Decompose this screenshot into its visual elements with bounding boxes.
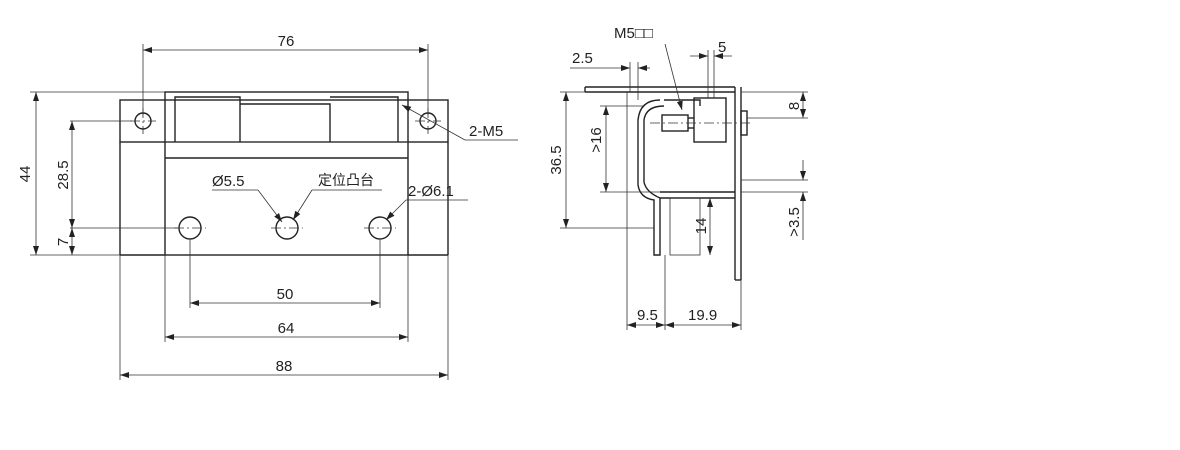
dim-44: 44 (17, 166, 34, 183)
dim-76: 76 (278, 33, 295, 50)
dim-3-5: >3.5 (786, 207, 803, 237)
dim-2-5: 2.5 (572, 50, 593, 67)
label-m5-thread: M5□□ (614, 25, 653, 42)
label-2-holes: 2-Ø6.1 (408, 183, 454, 200)
dim-14: 14 (693, 218, 710, 235)
dim-50: 50 (277, 286, 294, 303)
label-pin-diameter: Ø5.5 (212, 173, 245, 190)
dim-8: 8 (786, 102, 803, 110)
front-tab-profile (174, 96, 399, 142)
label-locating-boss: 定位凸台 (318, 173, 374, 189)
dim-36-5: 36.5 (548, 145, 565, 174)
dim-16: >16 (588, 127, 605, 152)
side-lower-block (669, 197, 701, 256)
front-top-plate (119, 99, 449, 143)
dim-19-9: 19.9 (688, 307, 717, 324)
dim-64: 64 (278, 320, 295, 337)
dim-28-5: 28.5 (55, 160, 72, 189)
front-hinge-plate (164, 91, 409, 256)
side-pin-boss (693, 97, 727, 143)
dim-7: 7 (55, 238, 72, 246)
dim-9-5: 9.5 (637, 307, 658, 324)
side-bent-leaf (637, 99, 665, 256)
dim-5: 5 (718, 39, 726, 56)
dim-88: 88 (276, 358, 293, 375)
label-2-m5: 2-M5 (469, 123, 503, 140)
front-view: 76 44 28.5 7 50 64 88 2-M5 (17, 33, 518, 380)
side-view: M5□□ 2.5 5 36.5 >16 8 >3.5 (548, 25, 808, 330)
